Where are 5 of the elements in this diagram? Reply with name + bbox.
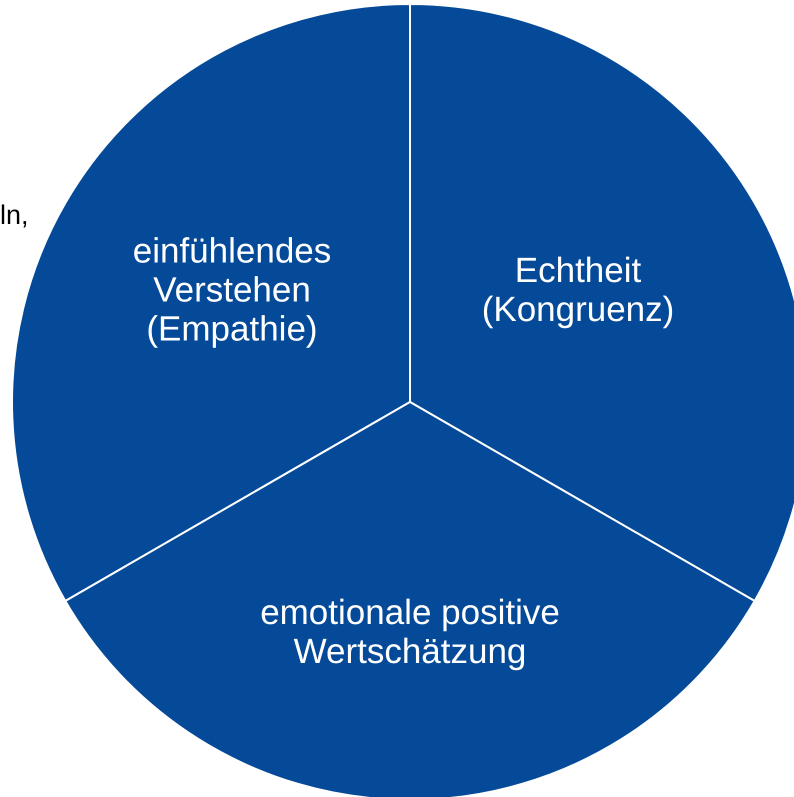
sector-label: einfühlendes Verstehen (Empathie) xyxy=(132,232,332,348)
sector-label: emotionale positive Wertschätzung xyxy=(260,593,560,671)
sector-label: Echtheit (Kongruenz) xyxy=(480,251,676,329)
text-fragment: ln, xyxy=(0,200,29,231)
pie-sector xyxy=(65,402,755,797)
